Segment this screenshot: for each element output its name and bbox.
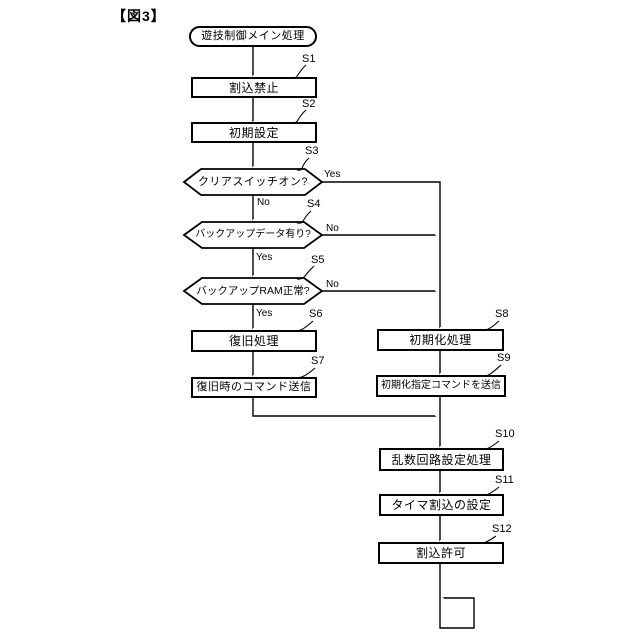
- connector-s7-merge: [252, 397, 435, 416]
- leader-s12: [474, 535, 497, 544]
- process-s9-shape: [376, 375, 506, 397]
- decision-s4-label: バックアップデータ有り?: [195, 229, 311, 240]
- process-s12-shape: [378, 542, 504, 564]
- process-s1-shape: [191, 77, 317, 98]
- step-id-s9: S9: [497, 352, 511, 364]
- start-terminal-shape: [189, 26, 317, 47]
- leader-s10: [477, 440, 500, 450]
- step-id-s1: S1: [302, 53, 316, 65]
- process-s6-label: 復旧処理: [228, 334, 279, 348]
- step-id-s6: S6: [309, 308, 323, 320]
- connector-s12-loop: [439, 563, 475, 629]
- step-id-s5: S5: [311, 254, 325, 266]
- branch-label-s5-yes: Yes: [256, 308, 273, 319]
- step-id-s7: S7: [311, 355, 325, 367]
- leader-s8: [477, 320, 500, 331]
- leader-s9: [479, 364, 502, 377]
- decision-s4-shape: [182, 221, 324, 249]
- process-s11-shape: [379, 494, 504, 516]
- process-s2-shape: [191, 122, 317, 143]
- process-s8-label: 初期化処理: [409, 333, 472, 347]
- process-s7-shape: [191, 377, 317, 398]
- process-s6-shape: [191, 330, 317, 352]
- step-id-s2: S2: [302, 98, 316, 110]
- step-id-s3: S3: [305, 145, 319, 157]
- process-s8-shape: [377, 329, 504, 351]
- step-id-s12: S12: [492, 523, 512, 535]
- leader-s5: [296, 265, 315, 280]
- step-id-s10: S10: [495, 428, 515, 440]
- leader-s6: [290, 320, 314, 332]
- step-id-s8: S8: [495, 308, 509, 320]
- start-terminal-label: 遊技制御メイン処理: [201, 30, 305, 42]
- process-s10-label: 乱数回路設定処理: [391, 452, 492, 467]
- leader-s3: [296, 157, 310, 171]
- process-s7-label: 復旧時のコマンド送信: [196, 381, 312, 393]
- process-s2-label: 初期設定: [228, 125, 279, 140]
- step-id-s4: S4: [307, 198, 321, 210]
- leader-s11: [477, 486, 500, 496]
- leader-s2: [290, 109, 307, 124]
- leader-s7: [290, 367, 316, 379]
- decision-s5-shape: [182, 277, 324, 305]
- process-s10-shape: [379, 448, 504, 471]
- decision-s5-label: バックアップRAM正常?: [196, 284, 310, 297]
- leader-s4: [296, 210, 312, 224]
- decision-s3-shape: [182, 168, 324, 196]
- connector-s3-yes-s8: [322, 181, 441, 327]
- process-s12-label: 割込許可: [415, 546, 466, 560]
- decision-s3-label: クリアスイッチオン?: [197, 175, 309, 188]
- figure-label: 【図3】: [112, 8, 166, 24]
- step-id-s11: S11: [495, 474, 514, 486]
- branch-label-s4-no: No: [326, 223, 339, 234]
- process-s11-label: タイマ割込の設定: [391, 498, 492, 512]
- process-s9-label: 初期化指定コマンドを送信: [381, 380, 501, 391]
- branch-label-s5-no: No: [326, 279, 339, 290]
- branch-label-s3-yes: Yes: [324, 169, 341, 180]
- branch-label-s3-no: No: [257, 197, 270, 208]
- leader-s1: [290, 64, 307, 79]
- branch-label-s4-yes: Yes: [256, 252, 273, 263]
- process-s1-label: 割込禁止: [228, 80, 279, 95]
